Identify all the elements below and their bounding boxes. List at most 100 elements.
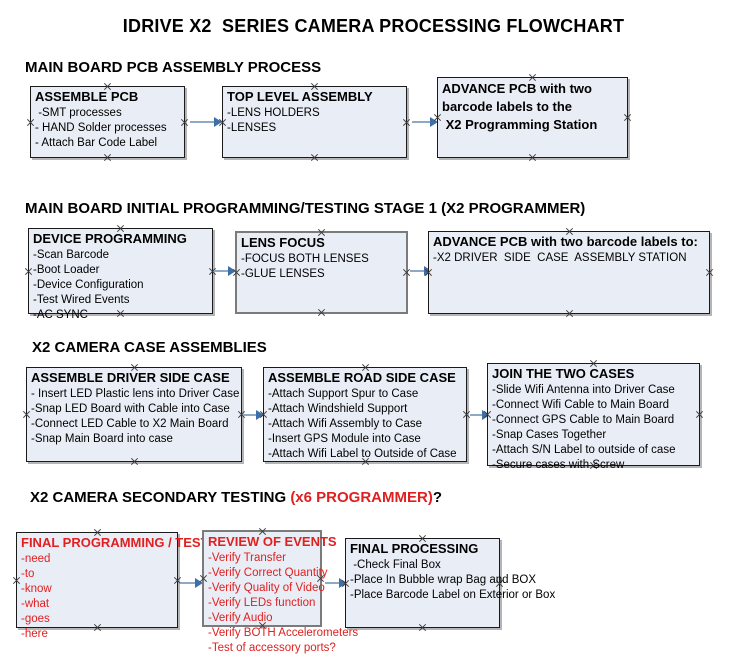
connector-arrow: [412, 117, 438, 127]
box-line: -Verify BOTH Accelerometers: [208, 627, 359, 639]
box-line: -Snap LED Board with Cable into Case: [31, 403, 230, 415]
connector-shaft: [410, 270, 425, 272]
box-title: FINAL PROCESSING: [350, 541, 479, 556]
box-line-overflow: -Test of accessory ports?: [208, 642, 336, 654]
box-line: -FOCUS BOTH LENSES: [241, 253, 369, 265]
connector-arrow: [325, 578, 347, 588]
box-line: -Verify Correct Quantity: [208, 567, 328, 579]
section-heading-highlight: (x6 PROGRAMMER): [290, 489, 433, 506]
box-line: -Verify Quality of Video: [208, 582, 325, 594]
connector-shaft: [180, 582, 196, 584]
box-line: -X2 DRIVER SIDE CASE ASSEMBLY STATION: [433, 252, 687, 264]
box-line: -Device Configuration: [33, 279, 144, 291]
box-line: -Verify LEDs function: [208, 597, 316, 609]
arrowhead-icon: [228, 266, 236, 276]
flow-box-advance-pcb-programming-station[interactable]: ADVANCE PCB with two barcode labels to t…: [437, 77, 628, 158]
box-line: -Boot Loader: [33, 264, 100, 276]
box-line: -GLUE LENSES: [241, 268, 325, 280]
connector-shaft: [470, 414, 483, 416]
box-line: -know: [21, 583, 52, 595]
arrowhead-icon: [430, 117, 438, 127]
connection-handle-bottom[interactable]: [565, 309, 574, 318]
connector-shaft: [214, 270, 229, 272]
box-line: - Insert LED Plastic lens into Driver Ca…: [31, 388, 240, 400]
box-line: -Slide Wifi Antenna into Driver Case: [492, 384, 675, 396]
section-heading-text: X2 CAMERA SECONDARY TESTING: [30, 489, 291, 506]
box-line: -goes: [21, 613, 50, 625]
connection-handle-left[interactable]: [24, 267, 33, 276]
box-line: -Insert GPS Module into Case: [268, 433, 421, 445]
connection-handle-right[interactable]: [705, 268, 714, 277]
connection-handle-bottom[interactable]: [528, 153, 537, 162]
box-line: -Attach Windshield Support: [268, 403, 408, 415]
box-title: ASSEMBLE DRIVER SIDE CASE: [31, 370, 230, 385]
connection-handle-left[interactable]: [26, 118, 35, 127]
connector-shaft: [412, 121, 431, 123]
section-heading-main-board-initial-programming: MAIN BOARD INITIAL PROGRAMMING/TESTING S…: [25, 200, 586, 217]
flow-box-assemble-driver-side-case[interactable]: ASSEMBLE DRIVER SIDE CASE - Insert LED P…: [26, 367, 242, 462]
box-line: -Snap Main Board into case: [31, 433, 173, 445]
section-heading-suffix: ?: [432, 489, 442, 506]
box-line: - HAND Solder processes: [35, 122, 167, 134]
box-line: -Secure cases with Screw: [492, 459, 625, 471]
connector-arrow: [470, 410, 490, 420]
flow-box-lens-focus[interactable]: LENS FOCUS -FOCUS BOTH LENSES -GLUE LENS…: [235, 231, 408, 314]
connection-handle-bottom[interactable]: [103, 153, 112, 162]
box-line: -what: [21, 598, 50, 610]
box-line: -Place Barcode Label on Exterior or Box: [350, 589, 556, 601]
box-line: -Connect LED Cable to X2 Main Board: [31, 418, 229, 430]
box-line: ADVANCE PCB with two: [442, 81, 592, 96]
connector-shaft: [244, 414, 257, 416]
flow-box-final-processing[interactable]: FINAL PROCESSING -Check Final Box -Place…: [345, 538, 556, 628]
connector-shaft: [190, 121, 215, 123]
box-line: -Attach Wifi Assembly to Case: [268, 418, 423, 430]
flow-box-assemble-road-side-case[interactable]: ASSEMBLE ROAD SIDE CASE -Attach Support …: [263, 367, 467, 462]
box-line: -Attach Wifi Label to Outside of Case: [268, 448, 457, 460]
box-line: X2 Programming Station: [442, 117, 598, 132]
page-title: IDRIVE X2 SERIES CAMERA PROCESSING FLOWC…: [122, 16, 625, 36]
box-title: DEVICE PROGRAMMING: [33, 231, 187, 246]
box-line: -Connect GPS Cable to Main Board: [492, 414, 675, 426]
box-line: -SMT processes: [35, 107, 122, 119]
flow-box-top-level-assembly[interactable]: TOP LEVEL ASSEMBLY -LENS HOLDERS -LENSES: [222, 86, 407, 158]
connection-handle-left[interactable]: [22, 410, 31, 419]
box-line: -LENSES: [227, 122, 277, 134]
box-line: -Test Wired Events: [33, 294, 130, 306]
box-line: -Verify Audio: [208, 612, 273, 624]
arrowhead-icon: [195, 578, 203, 588]
connection-handle-bottom[interactable]: [310, 153, 319, 162]
box-line: -Place In Bubble wrap Bag and BOX: [350, 574, 537, 586]
box-line: -Attach Support Spur to Case: [268, 388, 419, 400]
flow-box-assemble-pcb[interactable]: ASSEMBLE PCB -SMT processes - HAND Solde…: [30, 86, 185, 158]
box-line: -Scan Barcode: [33, 249, 110, 261]
flow-box-review-of-events[interactable]: REVIEW OF EVENTS -Verify Transfer -Verif…: [202, 530, 358, 654]
box-title: FINAL PROGRAMMING / TESTING: [21, 535, 232, 550]
box-title: JOIN THE TWO CASES: [492, 366, 635, 381]
connector-shaft: [325, 582, 340, 584]
flow-box-final-programming-testing[interactable]: FINAL PROGRAMMING / TESTING -need -to -k…: [16, 532, 232, 640]
section-heading-x2-camera-secondary-testing: X2 CAMERA SECONDARY TESTING (x6 PROGRAMM…: [30, 489, 442, 506]
box-line: -LENS HOLDERS: [227, 107, 320, 119]
box-title: LENS FOCUS: [241, 235, 325, 250]
box-title: ASSEMBLE PCB: [35, 89, 139, 104]
flow-box-device-programming[interactable]: DEVICE PROGRAMMING -Scan Barcode -Boot L…: [28, 228, 213, 321]
box-line: -Verify Transfer: [208, 552, 286, 564]
flow-box-join-the-two-cases[interactable]: JOIN THE TWO CASES -Slide Wifi Antenna i…: [487, 363, 700, 471]
connection-handle-bottom[interactable]: [130, 457, 139, 466]
arrowhead-icon: [256, 410, 264, 420]
connection-handle-left[interactable]: [12, 576, 21, 585]
arrowhead-icon: [214, 117, 222, 127]
connector-arrow: [214, 266, 236, 276]
connector-arrow: [180, 578, 203, 588]
box-title: REVIEW OF EVENTS: [208, 534, 337, 549]
connector-arrow: [190, 117, 222, 127]
flow-box-advance-pcb-driver-side-case[interactable]: ADVANCE PCB with two barcode labels to: …: [428, 231, 710, 314]
connection-handle-bottom[interactable]: [418, 623, 427, 632]
box-line: -to: [21, 568, 35, 580]
arrowhead-icon: [482, 410, 490, 420]
connector-arrow: [244, 410, 264, 420]
box-line: -Snap Cases Together: [492, 429, 607, 441]
box-line: - Attach Bar Code Label: [35, 137, 158, 149]
connection-handle-bottom[interactable]: [317, 308, 326, 317]
box-line: barcode labels to the: [442, 99, 573, 114]
